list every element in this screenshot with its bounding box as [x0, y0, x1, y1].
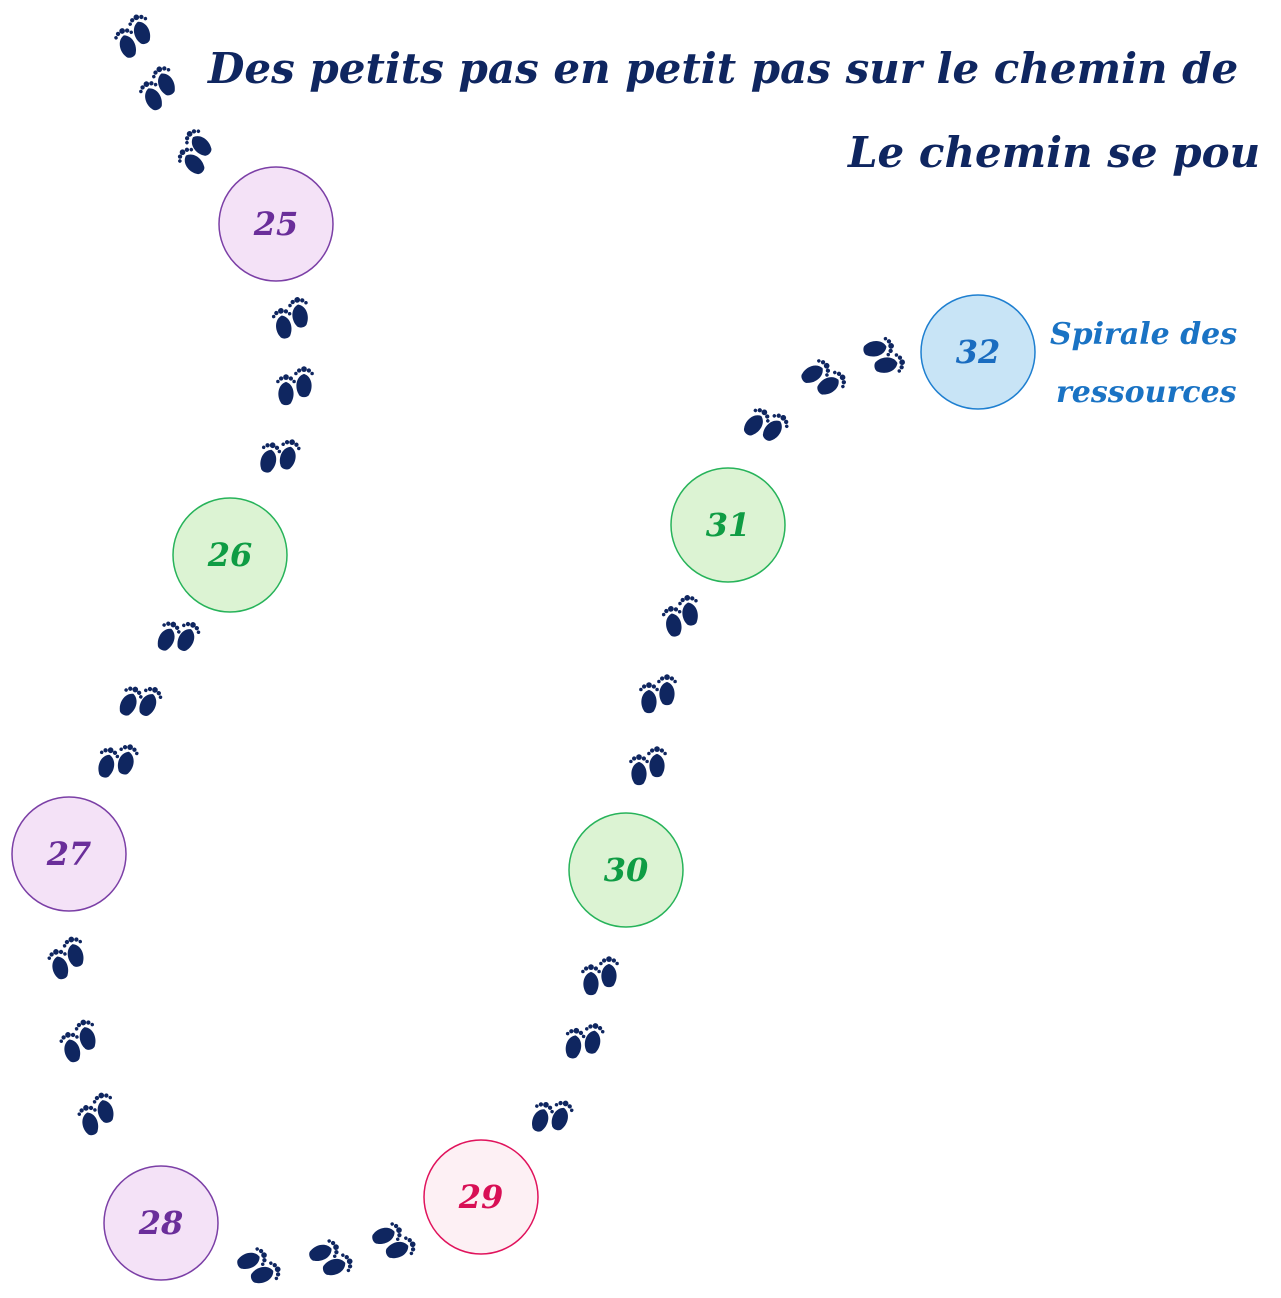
footprint-pair-icon [797, 355, 850, 400]
footprint-pair-icon [111, 11, 156, 61]
footprint-pair-icon [152, 617, 204, 655]
footprint-pair-icon [173, 124, 217, 180]
footprint-pair-icon [369, 1219, 419, 1264]
footprint-pair-icon [276, 366, 314, 406]
step-circle: 29 [423, 1139, 539, 1255]
step-circle-shape [218, 166, 334, 282]
step-circle-shape [670, 467, 786, 583]
footprint-pair-icon [639, 674, 677, 714]
footprint-pair-icon [527, 1097, 576, 1135]
step-circle-shape [920, 294, 1036, 410]
step-number: 28 [138, 1204, 184, 1242]
footprint-pair-icon [75, 1090, 119, 1138]
footprint-pair-icon [629, 746, 667, 786]
step-circle: 30 [568, 812, 684, 928]
step-circle-shape [568, 812, 684, 928]
step-number: 26 [207, 536, 253, 574]
step-circle: 25 [218, 166, 334, 282]
footprint-pair-icon [581, 956, 619, 996]
footprint-pair-icon [861, 335, 907, 377]
footprint-pair-icon [93, 741, 141, 780]
footprint-pair-icon [561, 1021, 606, 1061]
footprint-pair-icon [234, 1244, 284, 1289]
step-circle-shape [103, 1165, 219, 1281]
step-number: 31 [706, 506, 751, 544]
step-number: 25 [253, 205, 299, 243]
step-circle: 26 [172, 497, 288, 613]
footprint-pair-icon [114, 682, 166, 720]
title-line-1: Des petits pas en petit pas sur le chemi… [208, 44, 1239, 93]
step-circle: 32 [920, 294, 1036, 410]
step-circle: 31 [670, 467, 786, 583]
step-circle: 27 [11, 796, 127, 912]
step-number: 27 [46, 835, 92, 873]
footprint-pair-icon [136, 62, 181, 114]
footprint-pair-icon [306, 1236, 356, 1281]
footprint-pair-icon [660, 593, 702, 639]
footprint-pair-icon [255, 436, 303, 475]
step-circle: 28 [103, 1165, 219, 1281]
step-number: 32 [956, 333, 1001, 371]
title-line-2: Le chemin se pou [848, 128, 1261, 177]
footprint-pair-icon [45, 934, 89, 982]
footprint-pair-icon [738, 403, 793, 446]
step-circle-shape [423, 1139, 539, 1255]
step-circle-shape [11, 796, 127, 912]
end-label: Spirale des ressources [1046, 306, 1281, 422]
end-label-line-1: Spirale des [1050, 317, 1238, 352]
footprint-pair-icon [57, 1017, 101, 1065]
step-circle-shape [172, 497, 288, 613]
step-number: 30 [604, 851, 649, 889]
footprint-pair-icon [270, 295, 312, 341]
end-label-line-2: ressources [1056, 375, 1237, 410]
step-number: 29 [458, 1178, 504, 1216]
